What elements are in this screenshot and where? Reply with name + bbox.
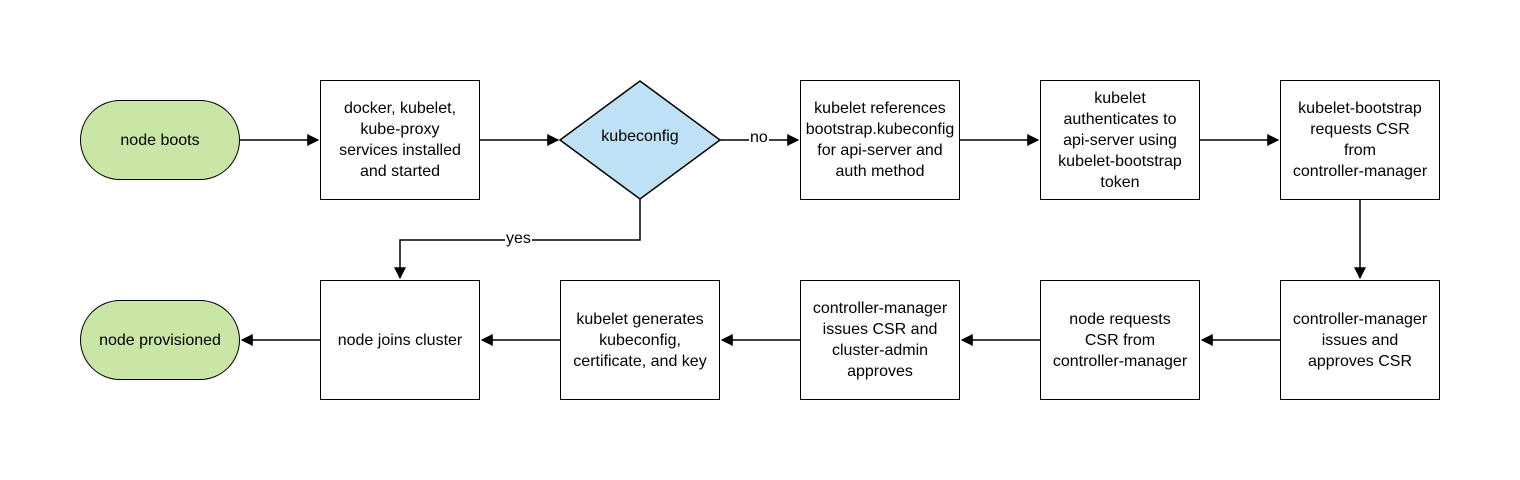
cm-issues-admin-approves-step: controller-manager issues CSR and cluste… <box>800 280 960 400</box>
services-installed-step: docker, kubelet, kube-proxy services ins… <box>320 80 480 200</box>
edge-label-no: no <box>749 129 769 147</box>
kubelet-generates-step: kubelet generates kubeconfig, certificat… <box>560 280 720 400</box>
cm-issues-approves-step: controller-manager issues and approves C… <box>1280 280 1440 400</box>
bootstrap-requests-csr-step: kubelet-bootstrap requests CSR from cont… <box>1280 80 1440 200</box>
node-requests-csr-step: node requests CSR from controller-manage… <box>1040 280 1200 400</box>
node-boots-terminal: node boots <box>80 100 240 180</box>
kubeconfig-decision-label: kubeconfig <box>601 128 679 145</box>
node-provisioned-terminal: node provisioned <box>80 300 240 380</box>
kubelet-authenticates-step: kubelet authenticates to api-server usin… <box>1040 80 1200 200</box>
edge-label-yes: yes <box>505 230 532 248</box>
kubelet-references-step: kubelet references bootstrap.kubeconfig … <box>800 80 960 200</box>
node-joins-cluster-step: node joins cluster <box>320 280 480 400</box>
